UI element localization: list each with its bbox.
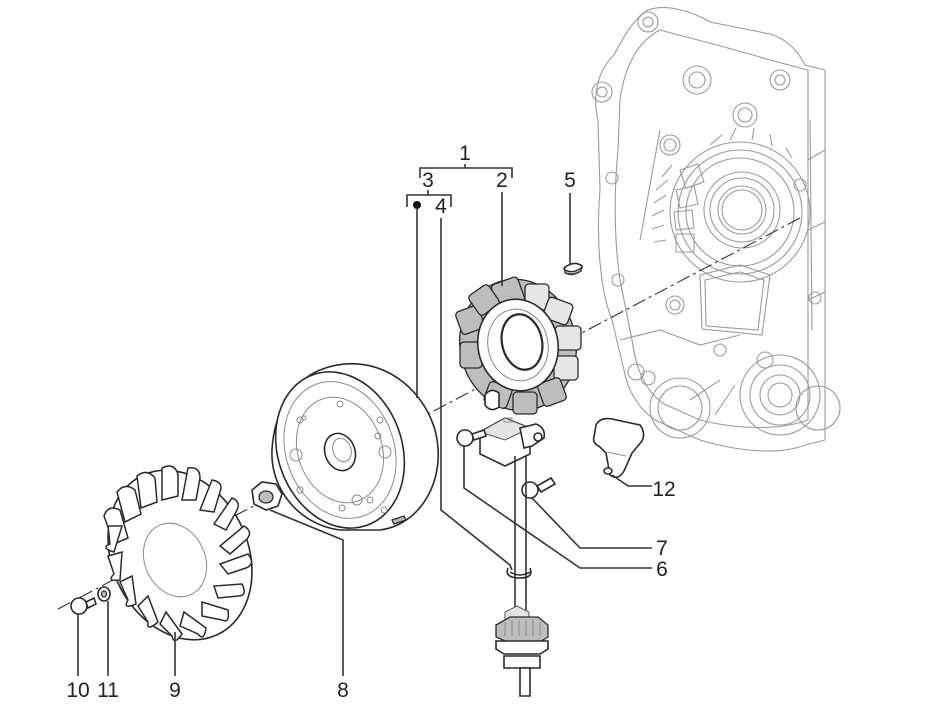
callout-3: 3 — [422, 169, 434, 192]
callout-9: 9 — [169, 679, 181, 702]
crankcase-drawing — [591, 7, 841, 452]
callout-1: 1 — [459, 142, 471, 165]
callout-5: 5 — [564, 169, 576, 192]
callout-10: 10 — [66, 679, 90, 702]
stator-part — [455, 276, 582, 415]
nut-part — [251, 481, 283, 511]
key-part — [563, 262, 583, 276]
callout-11: 11 — [97, 679, 119, 702]
callout-6: 6 — [656, 558, 668, 581]
washer-part — [97, 586, 111, 602]
cooling-fan-part — [103, 465, 253, 642]
callout-12: 12 — [652, 478, 676, 501]
bracket-part — [592, 417, 645, 479]
flywheel-part — [271, 362, 439, 531]
callout-7: 7 — [656, 537, 668, 560]
screw-part — [70, 596, 97, 615]
callout-4: 4 — [435, 195, 447, 218]
pickup-and-harness — [456, 389, 557, 697]
leader-lines — [77, 164, 652, 676]
callout-2: 2 — [496, 169, 508, 192]
callout-8: 8 — [337, 679, 349, 702]
